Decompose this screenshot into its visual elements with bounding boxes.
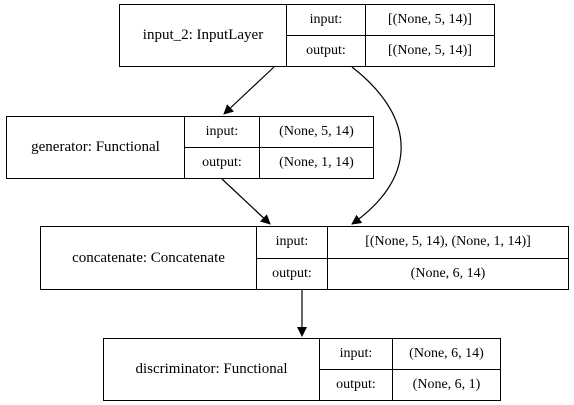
input-shape: (None, 5, 14) [279, 124, 354, 139]
edge-input-to-generator [223, 66, 275, 115]
output-label: output: [185, 148, 260, 178]
node-input-layer: input_2: InputLayer input: [(None, 5, 14… [119, 4, 495, 67]
output-shape: [(None, 5, 14)] [388, 43, 472, 58]
output-label: output: [320, 370, 393, 400]
node-discriminator: discriminator: Functional input: (None, … [103, 338, 501, 401]
node-generator: generator: Functional input: (None, 5, 1… [6, 116, 374, 179]
node-title: concatenate: Concatenate [41, 227, 257, 289]
input-shape: [(None, 5, 14)] [388, 12, 472, 27]
node-title: generator: Functional [7, 117, 185, 178]
output-label: output: [287, 36, 366, 66]
input-shape: [(None, 5, 14), (None, 1, 14)] [365, 234, 531, 250]
input-label: input: [257, 227, 328, 258]
input-label: input: [287, 5, 366, 35]
output-shape: (None, 6, 1) [412, 377, 481, 392]
edge-generator-to-concatenate [221, 178, 271, 225]
input-label: input: [185, 117, 260, 147]
node-title: discriminator: Functional [104, 339, 320, 400]
node-title: input_2: InputLayer [120, 5, 287, 66]
edge-input-to-concatenate [351, 66, 402, 225]
output-shape: (None, 6, 14) [410, 265, 486, 281]
output-label: output: [257, 258, 328, 289]
node-concatenate: concatenate: Concatenate input: [(None, … [40, 226, 569, 290]
input-label: input: [320, 339, 393, 369]
output-shape: (None, 1, 14) [279, 155, 354, 170]
input-shape: (None, 6, 14) [409, 346, 484, 361]
